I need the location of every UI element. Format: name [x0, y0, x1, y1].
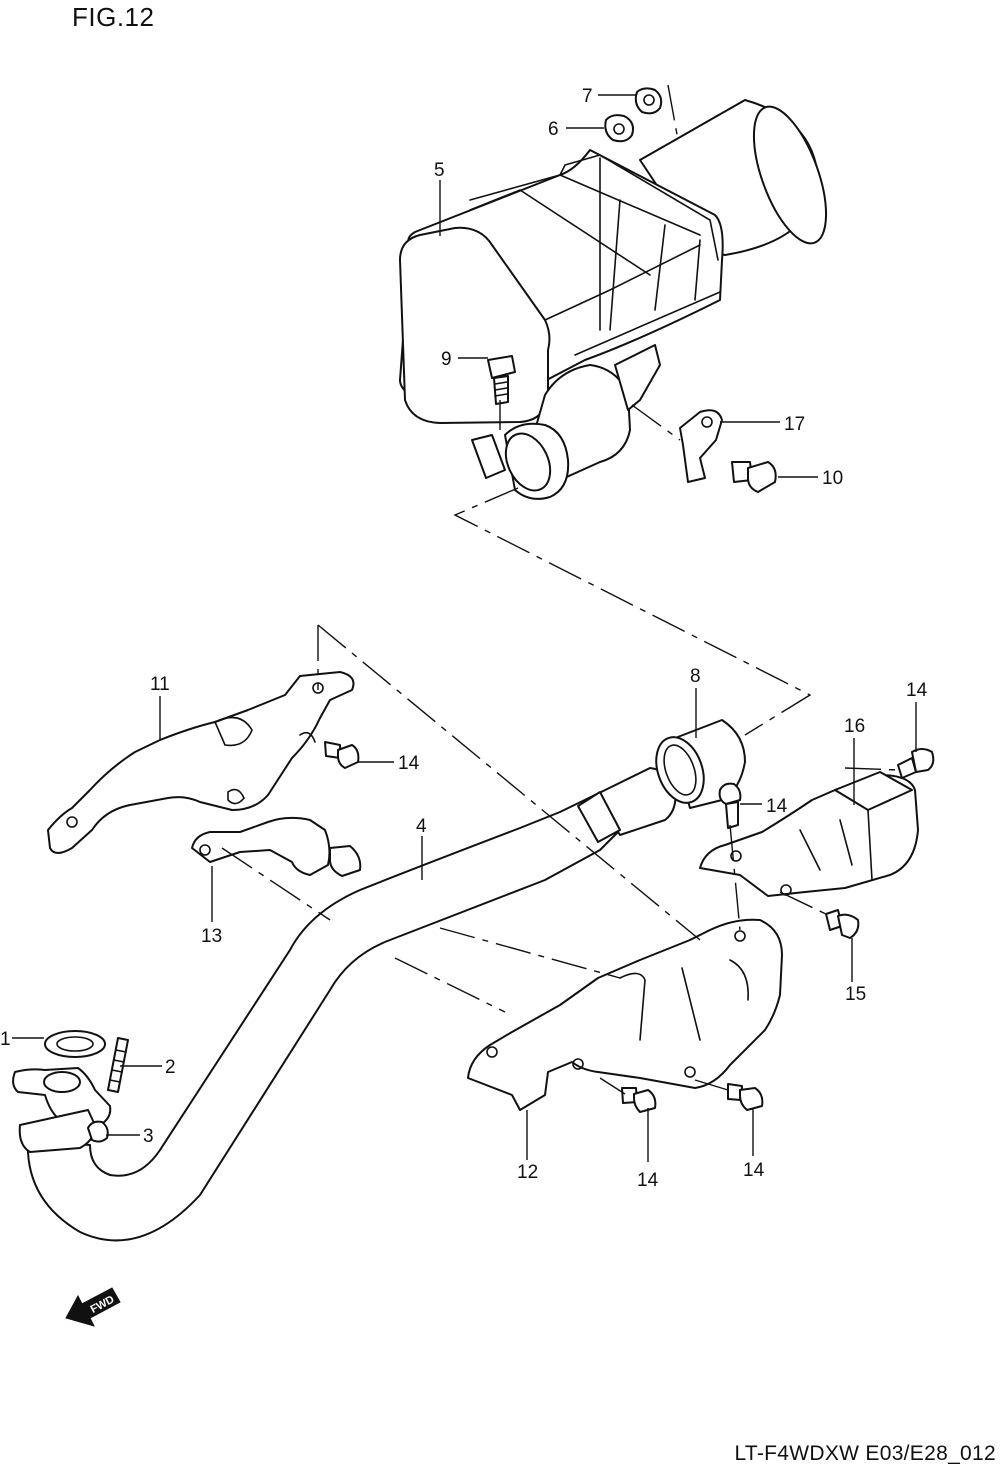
leader-lines — [12, 94, 917, 1162]
callout-5: 5 — [434, 160, 445, 181]
callout-2: 2 — [165, 1057, 176, 1078]
bolt-10[interactable] — [731, 461, 777, 493]
bolt-14-center[interactable] — [718, 782, 742, 829]
muffler[interactable] — [399, 98, 841, 500]
callout-14c: 14 — [906, 680, 928, 701]
fwd-label: FWD — [89, 1294, 117, 1316]
callout-13: 13 — [201, 926, 222, 947]
callout-6: 6 — [548, 119, 559, 140]
callout-16: 16 — [844, 716, 865, 737]
gasket-1[interactable] — [44, 1030, 106, 1058]
bolt-15[interactable] — [825, 909, 860, 939]
callout-15: 15 — [845, 984, 866, 1005]
bolt-14-upper-left[interactable] — [324, 741, 360, 769]
bracket-17[interactable] — [679, 409, 723, 483]
nut-7[interactable] — [634, 87, 663, 115]
bracket-13[interactable] — [191, 816, 362, 877]
drawing-id: LT-F4WDXW E03/E28_012 — [734, 1442, 996, 1465]
callout-17: 17 — [784, 414, 805, 435]
callout-14a: 14 — [398, 753, 420, 774]
callouts: 1 2 3 4 5 6 7 8 9 10 11 12 13 14 14 14 1… — [0, 86, 928, 1191]
callout-4: 4 — [416, 816, 427, 837]
heat-shield-11[interactable] — [47, 671, 355, 854]
callout-12: 12 — [517, 1162, 538, 1183]
callout-14b: 14 — [766, 796, 788, 817]
callout-14e: 14 — [743, 1160, 765, 1181]
callout-1: 1 — [0, 1029, 11, 1050]
fwd-arrow-icon: FWD — [65, 1287, 121, 1327]
callout-9: 9 — [441, 349, 452, 370]
bolt-14-lower-middle[interactable] — [621, 1087, 657, 1113]
grommet-6[interactable] — [604, 114, 634, 143]
callout-14d: 14 — [637, 1170, 659, 1191]
nut-3[interactable] — [87, 1120, 109, 1143]
stud-2[interactable] — [107, 1037, 129, 1093]
callout-11: 11 — [150, 674, 170, 695]
callout-3: 3 — [143, 1126, 154, 1147]
figure-title: FIG.12 — [72, 2, 155, 32]
assembly-lines — [221, 84, 899, 1095]
heat-shield-12[interactable] — [467, 918, 783, 1111]
callout-10: 10 — [822, 468, 843, 489]
exhaust-pipe[interactable] — [12, 767, 677, 1242]
callout-8: 8 — [690, 666, 701, 687]
bolt-14-upper-right[interactable] — [897, 748, 935, 779]
bolt-14-lower-right[interactable] — [727, 1083, 764, 1111]
callout-7: 7 — [582, 86, 593, 107]
bolt-9[interactable] — [487, 355, 516, 405]
